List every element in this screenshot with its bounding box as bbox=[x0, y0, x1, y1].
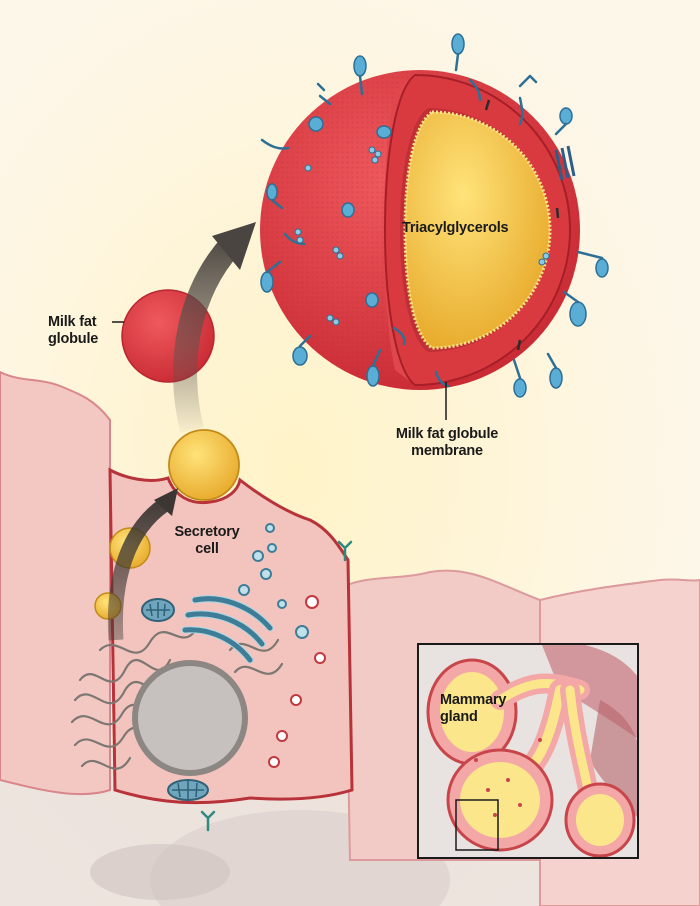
secretory-vesicles bbox=[238, 523, 309, 639]
alveolus-right-lumen bbox=[576, 794, 624, 846]
secretion-arrow-inner bbox=[107, 498, 169, 641]
label-membrane: Milk fat globule membrane bbox=[392, 426, 502, 460]
label-secretory-cell-line2: cell bbox=[195, 541, 219, 557]
lumen-droplets bbox=[474, 738, 542, 817]
label-milk-fat-globule-line2: globule bbox=[48, 331, 99, 347]
mitochondria bbox=[141, 598, 209, 801]
triacylglycerol-core bbox=[403, 110, 552, 350]
nucleus bbox=[138, 666, 242, 770]
label-secretory-cell-line1: Secretory bbox=[174, 524, 240, 540]
mammary-gland-inset bbox=[417, 643, 639, 859]
label-membrane-line1: Milk fat globule bbox=[395, 426, 499, 442]
neighbour-cell-left bbox=[0, 370, 111, 796]
label-mammary-gland: Mammary gland bbox=[440, 692, 507, 726]
label-milk-fat-globule: Milk fat globule bbox=[48, 314, 98, 348]
casein-vesicles bbox=[268, 595, 326, 768]
globule-cutaway bbox=[260, 70, 580, 390]
secretion-arrow-outer-head bbox=[212, 222, 256, 270]
secretion-arrow-inner-head bbox=[154, 488, 178, 516]
zoom-box bbox=[455, 799, 499, 851]
secretion-arrow-outer bbox=[173, 235, 242, 433]
label-mammary-gland-line1: Mammary bbox=[440, 692, 507, 708]
label-milk-fat-globule-line1: Milk fat bbox=[48, 314, 97, 330]
underlying-nucleus bbox=[90, 844, 230, 900]
glycoproteins bbox=[260, 33, 609, 398]
surface-beads bbox=[294, 146, 550, 326]
label-secretory-cell: Secretory cell bbox=[172, 524, 242, 558]
membrane-markers bbox=[484, 99, 560, 351]
label-mammary-gland-line2: gland bbox=[440, 709, 478, 725]
inset-frame bbox=[417, 643, 639, 859]
label-triacylglycerols: Triacylglycerols bbox=[402, 220, 509, 236]
duct-tissue-2 bbox=[590, 700, 638, 818]
golgi-apparatus bbox=[181, 595, 274, 664]
alveolus-upper-lumen bbox=[440, 672, 504, 752]
transmembrane-proteins bbox=[554, 145, 576, 181]
surface-receptors bbox=[200, 540, 353, 832]
label-membrane-line2: membrane bbox=[411, 443, 483, 459]
alveolus-lower-lumen bbox=[460, 762, 540, 838]
budding-lipid-droplet bbox=[168, 429, 240, 501]
